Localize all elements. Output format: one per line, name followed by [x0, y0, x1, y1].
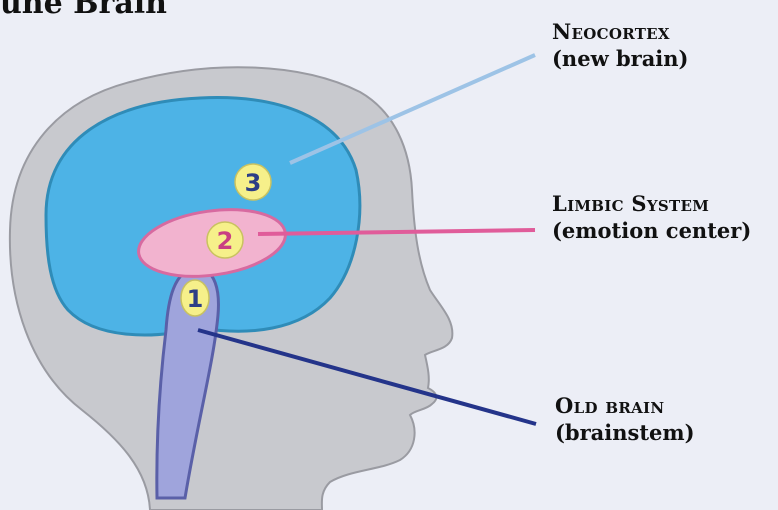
neocortex-description: (new brain)	[552, 45, 689, 72]
limbic-label: Limbic System (emotion center)	[552, 190, 751, 245]
old-brain-label: Old brain (brainstem)	[555, 392, 695, 447]
neocortex-label: Neocortex (new brain)	[552, 18, 689, 73]
badge-2: 2	[207, 222, 243, 258]
old-brain-name: Old brain	[555, 392, 695, 419]
badge-3: 3	[235, 164, 271, 200]
badge-1: 1	[181, 280, 209, 316]
limbic-name: Limbic System	[552, 190, 751, 217]
svg-text:2: 2	[217, 227, 234, 255]
old-brain-description: (brainstem)	[555, 419, 695, 446]
limbic-description: (emotion center)	[552, 217, 751, 244]
svg-text:3: 3	[245, 169, 262, 197]
svg-text:1: 1	[187, 285, 204, 313]
neocortex-name: Neocortex	[552, 18, 689, 45]
